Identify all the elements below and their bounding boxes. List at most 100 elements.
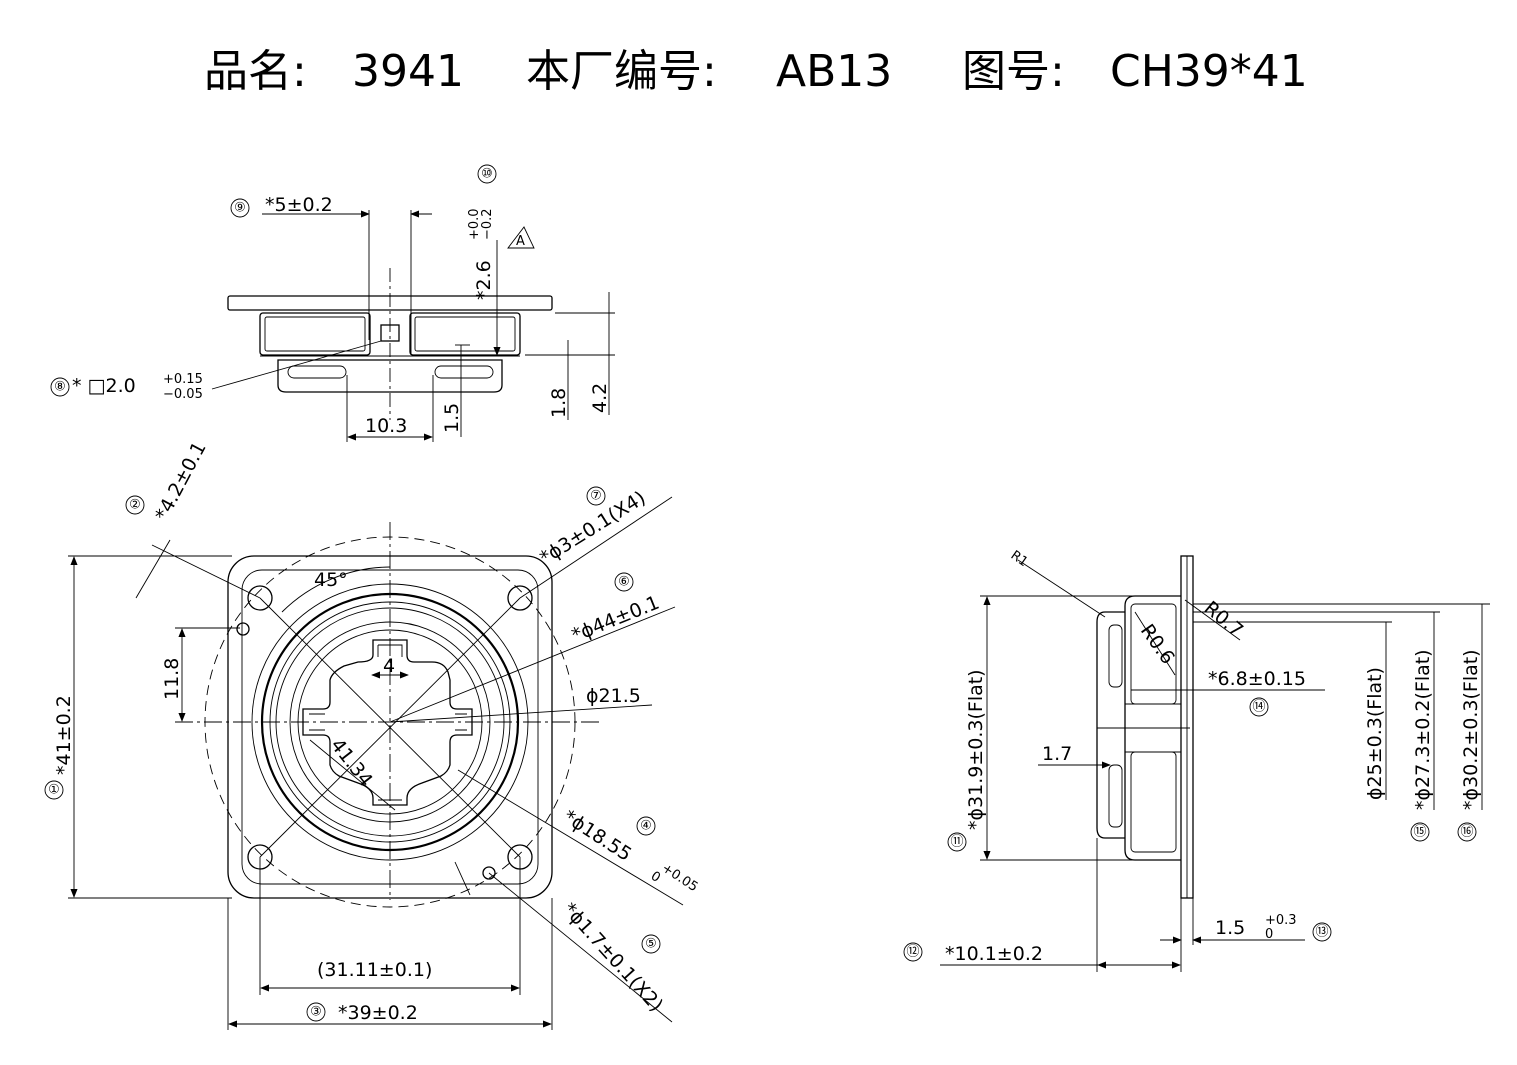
top-cup-left	[259, 312, 371, 356]
dim11-8-text: 11.8	[161, 658, 183, 700]
side-back-plate	[1096, 611, 1125, 839]
top-view: ⑨ *5±0.2 ⑩ *2.6 +0.0 −0.2 A ⑧ * □2.0 +0.…	[50, 164, 615, 442]
callout-7: ⑦	[590, 489, 602, 504]
dim10-tol-upper: +0.0	[467, 208, 482, 240]
callout-7-circle	[586, 486, 606, 506]
callout-4-circle	[636, 816, 656, 836]
side-terminal-bottom	[1108, 764, 1123, 828]
factory-label: 本厂编号:	[526, 46, 717, 97]
top-bottom-plate	[277, 359, 503, 393]
factory-value: AB13	[776, 46, 892, 97]
center-opening	[302, 639, 473, 806]
callout-13-circle	[1312, 922, 1332, 942]
r0-6-leader	[1134, 611, 1176, 676]
front-view: ① *41±0.2 ② *4.2±0.1 11.8 45° 4 ⑦ *ϕ3±0.…	[44, 438, 701, 1030]
dim41-34-text: 41.34	[326, 735, 377, 791]
top-cup-right-inner	[414, 316, 516, 352]
side-magnet-bottom	[1130, 751, 1177, 853]
callout-2-circle	[125, 495, 145, 515]
dim4-text: 4	[383, 655, 395, 677]
dim13-tol-upper: +0.3	[1265, 913, 1297, 928]
dim10-text: *2.6	[473, 260, 495, 300]
callout-14: ⑭	[1252, 700, 1265, 715]
callout-16-circle	[1457, 822, 1477, 842]
product-label: 品名:	[204, 46, 307, 97]
callout-2: ②	[129, 498, 141, 513]
dim8-leader	[211, 340, 382, 390]
terminal-left	[287, 365, 347, 379]
locating-hole-right	[482, 866, 496, 880]
dim6-leader	[389, 606, 676, 723]
dim4-18-55-tol-lower: 0	[648, 869, 663, 886]
callout-12-circle	[903, 942, 923, 962]
top-cup-left-inner	[264, 316, 366, 352]
callout-1: ①	[48, 783, 60, 798]
datum-a-triangle	[507, 226, 535, 249]
dim12-text: *10.1±0.2	[945, 943, 1043, 965]
dim41-34-line	[309, 739, 396, 811]
dim4-18-55-tol-upper: +0.05	[659, 861, 701, 895]
dim8-text: * □2.0	[72, 375, 136, 397]
callout-8: ⑧	[54, 380, 66, 395]
dim5-ext	[454, 861, 471, 896]
callout-5-circle	[641, 934, 661, 954]
callout-10-circle	[477, 164, 497, 184]
dim15-text: *ϕ27.3±0.2(Flat)	[1412, 649, 1434, 810]
drawing-value: CH39*41	[1110, 46, 1308, 97]
callout-15-circle	[1410, 822, 1430, 842]
callout-5: ⑤	[645, 937, 657, 952]
dim13-tol-lower: 0	[1265, 927, 1273, 942]
terminal-right	[434, 365, 494, 379]
dim6-text: *ϕ44±0.1	[569, 592, 663, 647]
callout-9-circle	[230, 198, 250, 218]
callout-1-circle	[44, 780, 64, 800]
angle-arc	[281, 566, 391, 613]
side-view: R1 R0.7 R0.6 *6.8±0.15 ⑭ 1.7 ⑪ *ϕ31.9±0.…	[903, 548, 1490, 972]
mount-hole-tl	[247, 585, 273, 611]
callout-9: ⑨	[234, 201, 246, 216]
locating-hole-left	[236, 622, 250, 636]
callout-3: ③	[310, 1005, 322, 1020]
product-value: 3941	[352, 46, 464, 97]
callout-15: ⑮	[1413, 825, 1426, 840]
callout-3-circle	[306, 1002, 326, 1022]
r0-6-text: R0.6	[1136, 620, 1179, 668]
dim21-5-text: ϕ21.5	[586, 685, 641, 707]
dim9-text: *5±0.2	[265, 194, 333, 216]
callout-11-circle	[947, 832, 967, 852]
dim14-text: *6.8±0.15	[1208, 668, 1306, 690]
callout-6-circle	[614, 572, 634, 592]
dim4-leader	[457, 769, 684, 906]
callout-13: ⑬	[1315, 925, 1328, 940]
callout-4: ④	[640, 819, 652, 834]
dim31-11-text: (31.11±0.1)	[317, 959, 432, 981]
dim13-text: 1.5	[1215, 917, 1245, 939]
dim1-text: *41±0.2	[53, 695, 75, 775]
dim2-ext	[151, 544, 261, 599]
top-cup-right	[409, 312, 521, 356]
dim8-tol-lower: −0.05	[163, 387, 203, 402]
dim-inner-text: ϕ25±0.3(Flat)	[1364, 667, 1386, 800]
callout-14-circle	[1249, 697, 1269, 717]
dim11-text: *ϕ31.9±0.3(Flat)	[965, 669, 987, 830]
callout-11: ⑪	[950, 835, 963, 850]
dim7-leader	[519, 496, 673, 599]
dim5-leader	[488, 872, 673, 1023]
dim8-tol-upper: +0.15	[163, 372, 203, 387]
diagonal-2	[259, 597, 521, 858]
dim1-5-text: 1.5	[441, 403, 463, 433]
dim16-text: *ϕ30.2±0.3(Flat)	[1460, 649, 1482, 810]
drawing-label: 图号:	[962, 46, 1065, 97]
dim4-18-55-text: *ϕ18.55	[559, 806, 635, 866]
dim21-5-leader	[389, 704, 653, 723]
dim10-tol-lower: −0.2	[480, 208, 495, 240]
dim1-8-text: 1.8	[548, 388, 570, 418]
callout-8-circle	[50, 377, 70, 397]
r0-7-leader	[1184, 599, 1241, 641]
side-terminal-top	[1108, 624, 1123, 688]
dim4-2-text: 4.2	[589, 383, 611, 413]
dim5-text: *ϕ1.7±0.1(X2)	[558, 899, 667, 1017]
angle-text: 45°	[314, 569, 348, 591]
center-opening-inner	[309, 644, 467, 801]
